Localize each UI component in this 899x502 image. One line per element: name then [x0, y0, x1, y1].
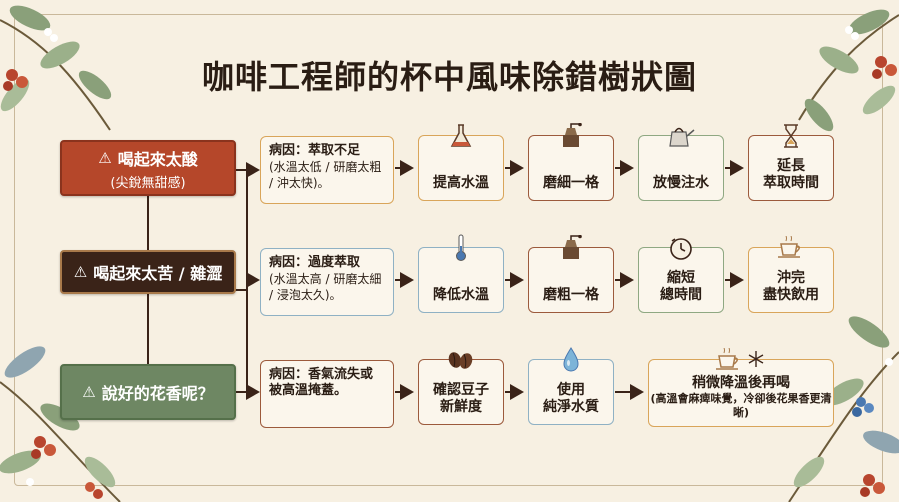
- symptom-label: 喝起來太酸: [117, 149, 198, 169]
- step-raise-water-temp: 提高水溫: [418, 124, 504, 201]
- step-use-pure-water: 使用 純淨水質: [528, 347, 614, 425]
- warning-icon: ⚠: [73, 263, 88, 281]
- thermometer-icon: [446, 234, 476, 262]
- grinder-icon: [556, 234, 586, 262]
- warning-icon: ⚠: [82, 383, 96, 401]
- symptom-label: 喝起來太苦 / 雜澀: [93, 264, 223, 283]
- step-label: 放慢注水: [653, 175, 709, 191]
- hourglass-icon: [776, 122, 806, 150]
- step-lower-water-temp: 降低水溫: [418, 234, 504, 313]
- bracket-row-3: [235, 290, 248, 393]
- cause-under-extraction: 病因：萃取不足 (水溫太低 / 研磨太粗 / 沖太快)。: [260, 136, 394, 204]
- symptom-too-sour: ⚠ 喝起來太酸 (尖銳無甜感): [60, 140, 236, 196]
- step-label: 使用 純淨水質: [543, 382, 599, 415]
- cause-detail: (水溫太高 / 研磨太細 / 浸泡太久)。: [269, 272, 382, 302]
- step-shorten-time: 縮短 總時間: [638, 238, 724, 313]
- cause-head: 病因：過度萃取: [269, 255, 361, 270]
- cause-aroma-loss: 病因：香氣流失或被高溫掩蓋。: [260, 360, 394, 428]
- step-label: 縮短 總時間: [660, 270, 702, 303]
- timer-icon: [666, 234, 696, 262]
- symptom-too-bitter: ⚠ 喝起來太苦 / 雜澀: [60, 250, 236, 294]
- droplet-icon: [556, 346, 586, 374]
- step-label: 提高水溫: [433, 175, 489, 191]
- cause-head: 病因：香氣流失或被高溫掩蓋。: [269, 367, 374, 398]
- coffee-branch-bottom-right-decoration: [788, 316, 899, 502]
- symptom-no-floral-aroma: ⚠ 說好的花香呢？: [60, 364, 236, 420]
- beans-icon: [446, 346, 476, 374]
- grinder-icon: [556, 122, 586, 150]
- step-label: 確認豆子 新鮮度: [433, 382, 489, 415]
- step-note: (高溫會麻痺味覺，冷卻後花果香更清晰): [650, 392, 832, 419]
- flask-icon: [446, 122, 476, 150]
- step-slow-pour: 放慢注水: [638, 127, 724, 201]
- step-label: 磨粗一格: [543, 287, 599, 303]
- step-check-bean-freshness: 確認豆子 新鮮度: [418, 352, 504, 425]
- coffee-branch-top-left-decoration: [0, 5, 112, 131]
- step-extend-extraction: 延長 萃取時間: [748, 124, 834, 201]
- coffee-branch-top-right-decoration: [798, 9, 899, 132]
- step-cool-before-drinking: 稍微降溫後再喝 (高溫會麻痺味覺，冷卻後花果香更清晰): [648, 348, 834, 427]
- step-label: 延長 萃取時間: [763, 158, 819, 191]
- step-label: 稍微降溫後再喝: [692, 375, 790, 391]
- cause-over-extraction: 病因：過度萃取 (水溫太高 / 研磨太細 / 浸泡太久)。: [260, 248, 394, 316]
- cause-head: 病因：萃取不足: [269, 143, 361, 158]
- cup-icon: [776, 234, 806, 262]
- page-title: 咖啡工程師的杯中風味除錯樹狀圖: [201, 58, 697, 96]
- cup-snow-icon: [713, 346, 769, 374]
- bracket-row-1: [235, 169, 248, 291]
- kettle-icon: [666, 122, 696, 150]
- warning-icon: ⚠: [98, 148, 112, 167]
- symptom-sub-label: (尖銳無甜感): [110, 175, 186, 191]
- cause-detail: (水溫太低 / 研磨太粗 / 沖太快)。: [269, 160, 382, 190]
- step-label: 磨細一格: [543, 175, 599, 191]
- step-grind-coarser: 磨粗一格: [528, 235, 614, 313]
- step-drink-soon: 沖完 盡快飲用: [748, 236, 834, 313]
- step-label: 沖完 盡快飲用: [763, 270, 819, 303]
- step-label: 降低水溫: [433, 287, 489, 303]
- symptom-label: 說好的花香呢？: [101, 384, 214, 403]
- page-frame: [14, 14, 883, 486]
- step-grind-finer: 磨細一格: [528, 123, 614, 201]
